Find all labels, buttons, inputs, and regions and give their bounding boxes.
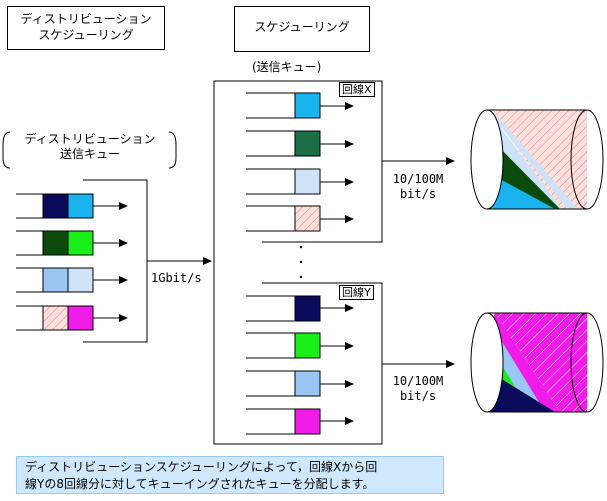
queue2-cell-green [67, 230, 94, 256]
cylinder-pipe-icon-x [470, 109, 604, 210]
y-queue3-cell [294, 370, 321, 397]
x-queue3-cell [294, 168, 321, 195]
dist-send-queue-line1: ディストリビューション [24, 132, 156, 146]
caption-box: ディストリビューションスケジューリングによって，回線Xから回 線Yの8回線分に対… [16, 456, 444, 494]
caption-line2: 線Yの8回線分に対してキューイングされたキューを分配します。 [25, 477, 375, 491]
y-queue2-cell [294, 332, 321, 359]
distribution-scheduling-line2: スケジューリング [38, 28, 134, 42]
dist-send-queue-label: ディストリビューション 送信キュー [12, 132, 168, 162]
speed-y-line1: 10/100M [392, 374, 444, 388]
scheduling-text: スケジューリング [254, 20, 350, 34]
queue3-cell-paleblue [67, 267, 94, 293]
queue4-cell-magenta [67, 305, 94, 331]
line-x-tag: 回線X [339, 82, 375, 97]
x-queue2-cell [294, 130, 321, 157]
x-queue4-cell [294, 205, 321, 232]
left-brace [2, 131, 11, 169]
scheduling-label: スケジューリング [234, 6, 370, 52]
x-queue1-cell [294, 92, 321, 119]
speed-x-line1: 10/100M [392, 172, 444, 186]
cylinder-pipe-icon-y [470, 312, 604, 413]
queue4-cell-hatched [42, 305, 69, 331]
speed-y-label: 10/100M bit/s [392, 374, 444, 404]
line-y-bracket [262, 282, 383, 445]
scheduling-queue-group [213, 80, 455, 445]
speed-1g-label: 1Gbit/s [151, 271, 202, 285]
queue1-cell-cyan [67, 193, 94, 219]
line-y-tag: 回線Y [339, 285, 374, 300]
distribution-scheduling-label: ディストリビューション スケジューリング [7, 6, 165, 50]
vertical-ellipsis-icon [299, 245, 303, 279]
distribution-queue-group [2, 131, 212, 343]
y-queue1-cell [294, 295, 321, 322]
queue3-cell-lightblue [42, 267, 69, 293]
line-x-bracket [262, 80, 383, 243]
scheduling-bracket [213, 80, 262, 445]
right-brace [168, 131, 177, 169]
y-queue4-cell [294, 408, 321, 435]
distribution-scheduling-line1: ディストリビューション [20, 12, 152, 26]
send-queue-label: (送信キュー) [252, 60, 322, 74]
queue1-cell-navy [42, 193, 69, 219]
speed-x-label: 10/100M bit/s [392, 172, 444, 202]
speed-x-line2: bit/s [399, 187, 437, 201]
caption-line1: ディストリビューションスケジューリングによって，回線Xから回 [25, 460, 378, 474]
speed-y-line2: bit/s [399, 389, 437, 403]
dist-send-queue-line2: 送信キュー [59, 147, 120, 161]
queue2-cell-darkgreen [42, 230, 69, 256]
